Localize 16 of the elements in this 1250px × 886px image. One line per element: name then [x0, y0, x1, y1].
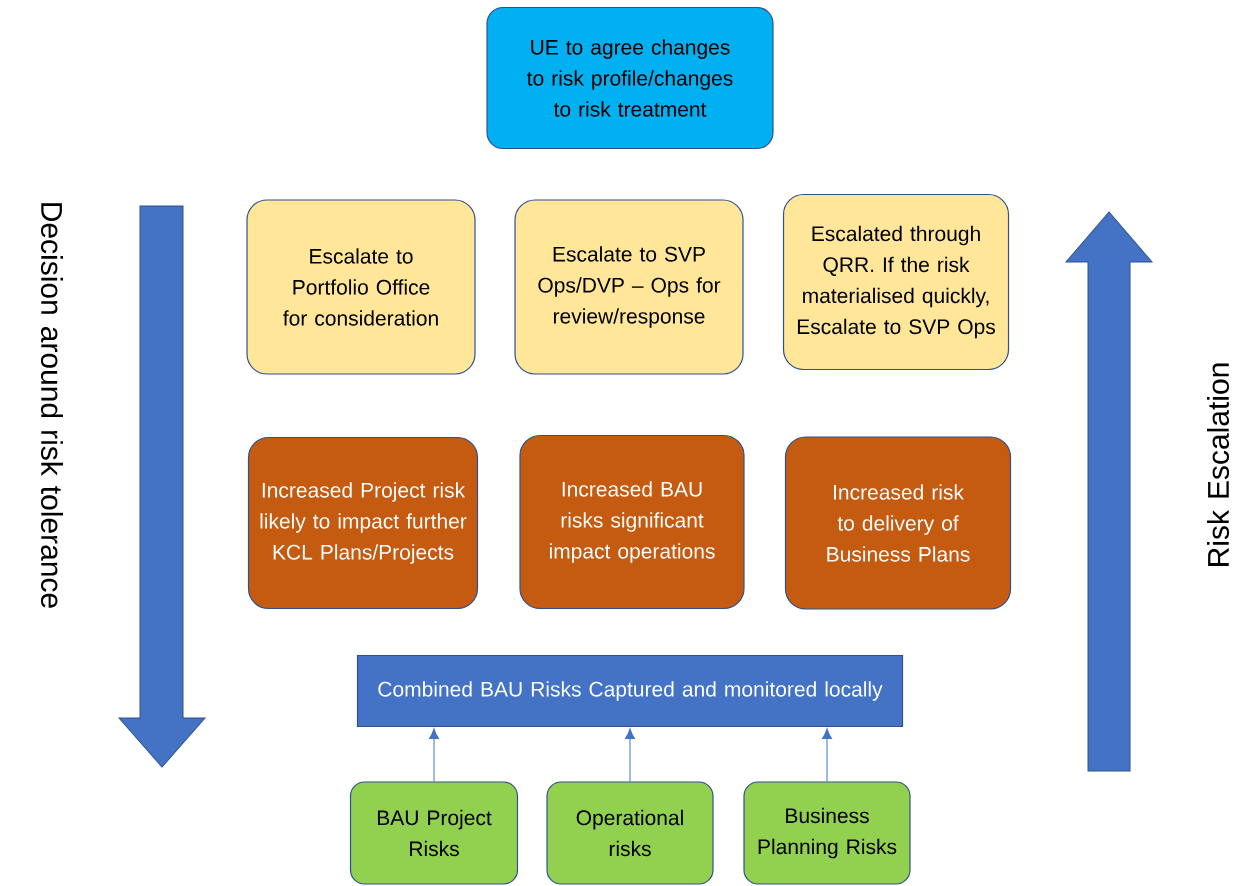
risk-box: Increased risk to delivery of Business Plans	[784, 436, 1012, 610]
escalation-box: Escalate to SVP Ops/DVP – Ops for review/response	[514, 199, 744, 375]
risk-source-box: BAU Project Risks	[349, 781, 519, 885]
risk-box: Increased Project risk likely to impact further KCL Plans/Projects	[247, 436, 479, 610]
axis-label: Risk Escalation	[1207, 363, 1230, 566]
arrow	[429, 728, 440, 782]
risk-source-box: Business Planning Risks	[743, 781, 911, 885]
axis-label: Decision around risk tolerance	[41, 203, 63, 608]
decision-box: UE to agree changes to risk profile/changes to risk treatment	[486, 6, 774, 150]
arrow	[625, 728, 636, 782]
risk-source-box: Operational risks	[546, 781, 714, 885]
escalation-box: Escalated through QRR. If the risk materialised quickly, Escalate to SVP Ops	[782, 193, 1010, 371]
escalation-box: Escalate to Portfolio Office for consideration	[246, 199, 476, 375]
combined-risks-bar: Combined BAU Risks Captured and monitored locally	[356, 654, 904, 728]
arrow	[822, 728, 833, 782]
risk-box: Increased BAU risks significant impact operations	[519, 434, 745, 610]
